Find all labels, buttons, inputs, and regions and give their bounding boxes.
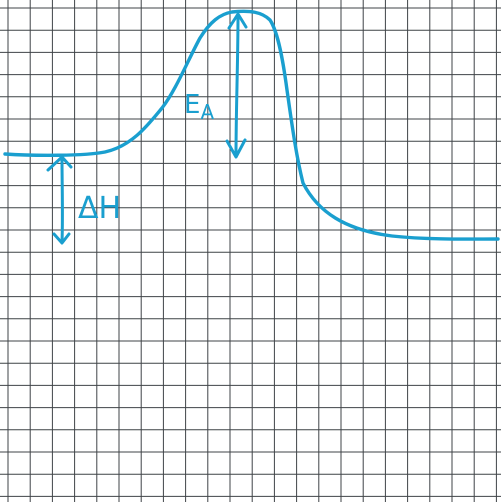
activation-energy-arrow-head-bottom <box>225 138 247 159</box>
activation-energy-arrow <box>225 12 248 159</box>
activation-energy-arrow-shaft <box>234 14 240 158</box>
activation-energy-label-subscript: A <box>200 100 214 124</box>
activation-energy-arrow-head-top <box>227 12 248 30</box>
activation-energy-label-main: E <box>184 90 200 120</box>
delta-h-arrow-head-top <box>46 155 73 172</box>
delta-h-label: ΔH <box>78 191 121 226</box>
activation-energy-label: EA <box>184 90 214 124</box>
delta-h-arrow <box>46 155 73 245</box>
reaction-energy-curve <box>3 9 500 241</box>
delta-h-arrow-head-bottom <box>52 232 71 245</box>
